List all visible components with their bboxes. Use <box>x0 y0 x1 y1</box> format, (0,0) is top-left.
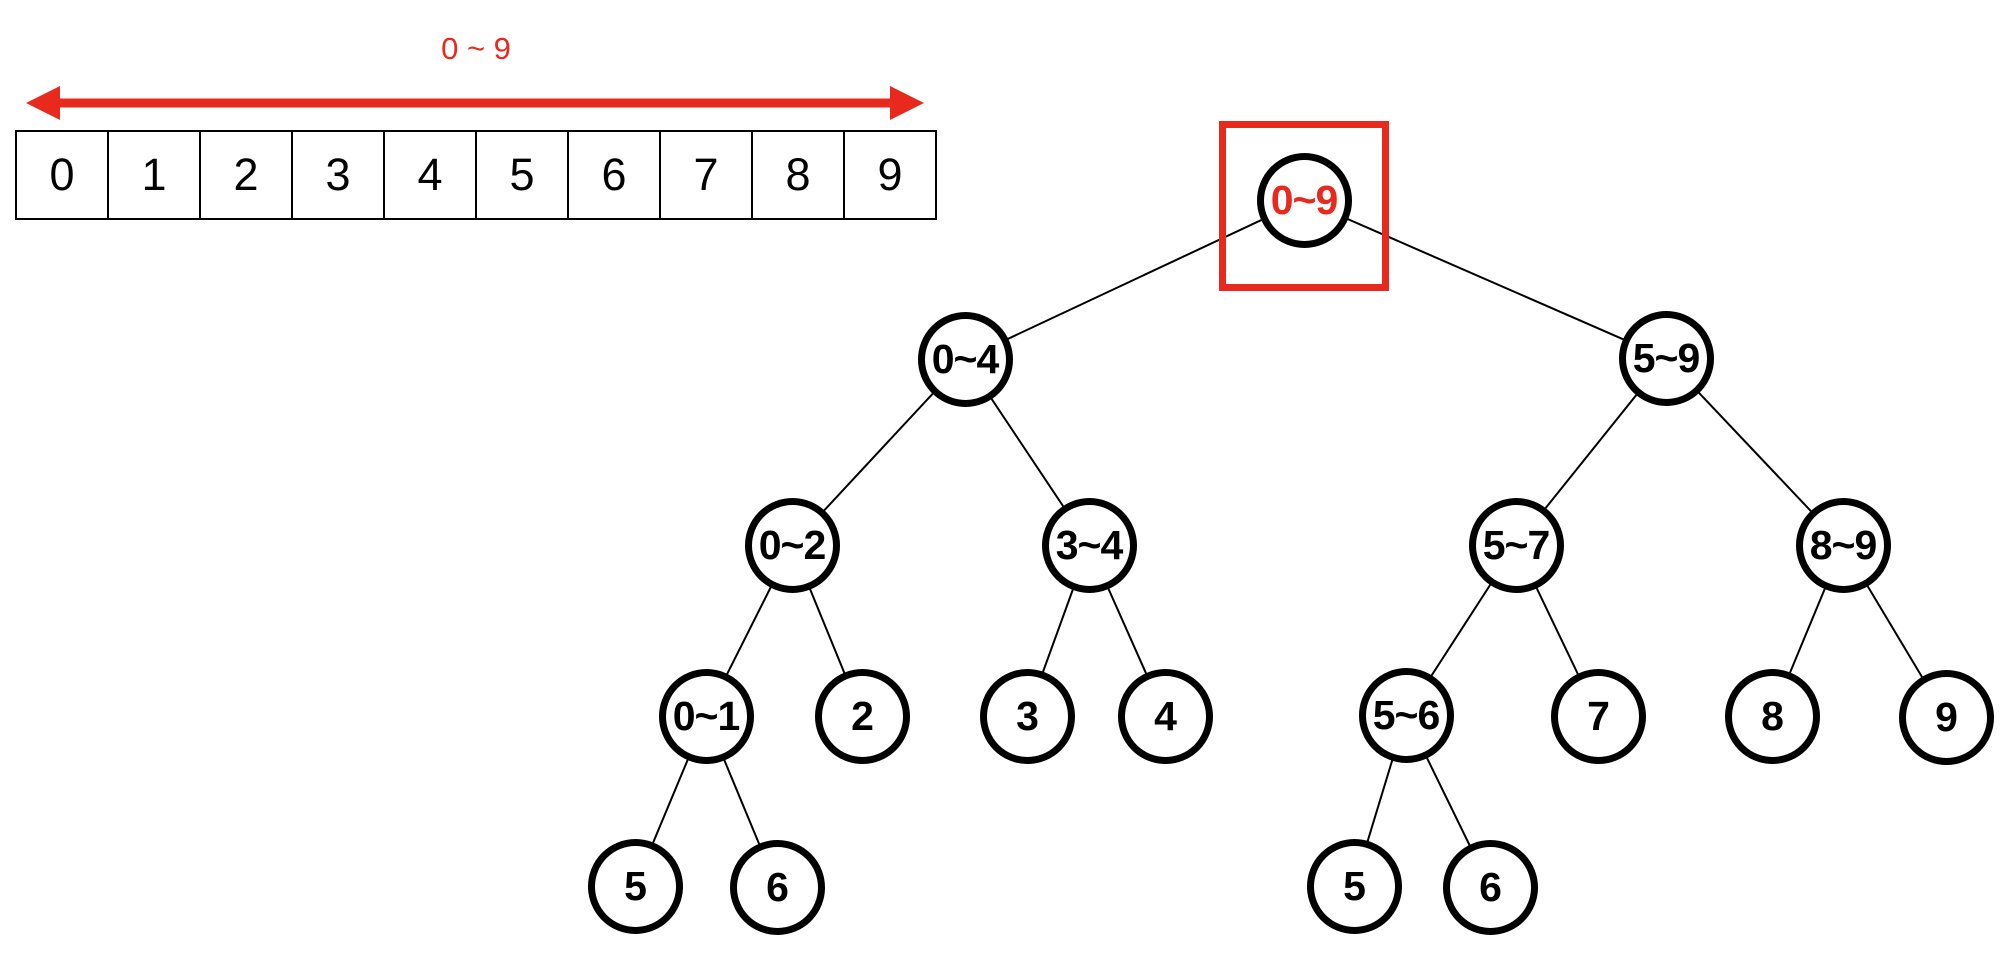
tree-node-4: 4 <box>1117 668 1213 764</box>
tree-node-5-right: 5 <box>1306 838 1402 934</box>
array-cell-9: 9 <box>843 130 937 220</box>
array-cell-4: 4 <box>383 130 477 220</box>
tree-edge-0-9-to-5-9 <box>1303 199 1667 359</box>
tree-node-0-1: 0~1 <box>658 668 754 764</box>
root-highlight-box <box>1219 121 1389 291</box>
array-cell-2: 2 <box>199 130 293 220</box>
array-cell-0: 0 <box>15 130 109 220</box>
tree-node-8-9: 8~9 <box>1795 497 1891 593</box>
tree-node-7: 7 <box>1550 668 1646 764</box>
tree-node-2: 2 <box>814 668 910 764</box>
tree-node-0-9: 0~9 <box>1256 152 1352 248</box>
range-arrow-right-head <box>890 86 924 120</box>
tree-node-5-9: 5~9 <box>1618 310 1714 406</box>
tree-node-5-left: 5 <box>587 838 683 934</box>
array-range-label: 0 ~ 9 <box>441 31 511 66</box>
tree-node-9: 9 <box>1898 669 1994 765</box>
range-arrow <box>26 86 924 120</box>
tree-node-0-4: 0~4 <box>917 311 1013 407</box>
tree-node-8: 8 <box>1724 668 1820 764</box>
array-cell-3: 3 <box>291 130 385 220</box>
tree-node-3-4: 3~4 <box>1041 497 1137 593</box>
array-cell-6: 6 <box>567 130 661 220</box>
tree-node-0-2: 0~2 <box>744 497 840 593</box>
array-cell-1: 1 <box>107 130 201 220</box>
tree-node-5-7: 5~7 <box>1468 497 1564 593</box>
array-cell-5: 5 <box>475 130 569 220</box>
array-cell-7: 7 <box>659 130 753 220</box>
tree-node-5-6: 5~6 <box>1358 667 1454 763</box>
array-cell-8: 8 <box>751 130 845 220</box>
tree-edge-0-9-to-0-4 <box>964 199 1305 360</box>
tree-node-6-left: 6 <box>729 839 825 935</box>
range-arrow-left-head <box>26 86 60 120</box>
tree-node-6-right: 6 <box>1442 839 1538 935</box>
tree-node-3: 3 <box>979 668 1075 764</box>
